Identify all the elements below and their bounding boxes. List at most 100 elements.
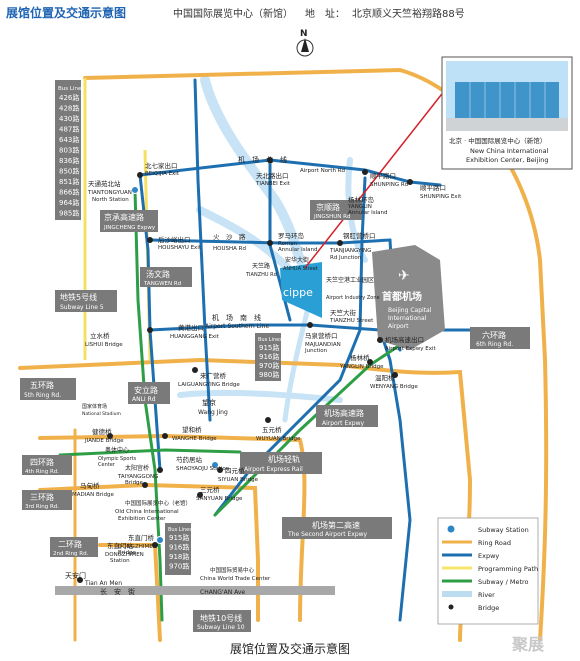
place-label: 杨林环岛 [348,195,374,204]
subway-line-10 [58,448,242,457]
place-label: DONGZHIMEN [105,552,144,558]
place-label: Exhibition Center [118,516,166,522]
second-airport-expwy [378,328,412,622]
place-label: TIANTONGYUAN [87,190,132,196]
place-label: Annular Island [278,247,318,253]
callout-ring2: 二环路 2nd Ring Rd. [50,537,98,557]
place-label: 四元桥 [225,466,245,475]
inset-caption-cn: 北京 · 中国国际展览中心（新馆） [449,136,546,145]
bridge-icon [307,322,313,328]
place-label: 中国国际贸易中心 [210,566,255,574]
bridge-icon [162,433,168,439]
place-label: 天通苑北站 [88,179,121,188]
place-label: 机 场 北 线 [238,155,287,164]
place-label: WUYUAN Bridge [256,436,301,442]
cippe-venue: cippe [280,262,322,318]
bridge-icon [337,240,343,246]
place-label: Bridge [125,480,144,486]
place-label: Roman [278,241,298,247]
bridge-icon [217,467,223,473]
river-west [196,206,294,274]
venue-name: 中国国际展览中心（新馆） [173,9,293,20]
bus-line-label: 850路 [59,167,79,176]
place-label: 黄港出口 [178,323,204,332]
place-label: Bridge [118,550,137,556]
place-label: Station [110,558,130,564]
place-label: Tian An Men [84,580,122,587]
place-label: 太阳宫桥 [125,464,149,472]
inset-photo-building [455,82,559,118]
subway-lines [58,188,402,622]
place-label: 天竺路 [252,262,270,270]
place-label: 东直门桥 [128,533,155,542]
bus-lines-top-list: 426路428路430路487路643路803路836路850路851路866路… [59,93,79,218]
airport-plane-icon: ✈ [398,268,410,284]
place-label: China World Trade Center [200,576,271,582]
callout-ring5: 五环路 5th Ring Rd. [20,378,76,400]
place-label: LAIGUANGYING Bridge [178,382,240,388]
callout-tangwen: 汤文路 TANGWEN Rd [140,267,192,287]
housha-road [148,238,392,245]
svg-text:Airport Expwy: Airport Expwy [322,420,365,427]
bus-line-label: 428路 [59,104,79,113]
place-label: TIANZHU Rd [245,272,277,278]
place-label: TIANZHU Street [329,318,374,324]
place-label: HUANGGANG Exit [170,334,220,340]
place-label: 机场高速出口 [385,335,424,344]
place-label: National Stadium [82,411,121,417]
svg-text:6th Ring Rd.: 6th Ring Rd. [476,341,513,348]
callout-jingshun: 京顺路 JINGSHUN Rd [310,200,362,220]
bridge-icon [267,157,273,163]
subway-station-icon [156,536,164,544]
changan-ave-label: 长 安 街 [100,587,135,596]
bus-line-label: 918路 [169,552,189,561]
place-label: 钢肛营桥口 [343,231,376,240]
place-labels: 天通苑北站 TIANTONGYUAN North Station 北七家出口 B… [65,155,462,587]
bus-lines-top-box [55,80,81,220]
place-label: North Station [92,197,129,203]
svg-text:机场第二高速: 机场第二高速 [312,520,360,530]
legend-label: Ring Road [478,539,511,547]
address-label: 地 址： [305,9,345,20]
bridge-markers [77,157,413,583]
place-label: MADIAN Bridge [72,492,115,498]
river-icon [442,591,472,597]
place-label: Airport Southern Line [205,323,269,330]
callout-ring6: 六环路 6th Ring Rd. [470,327,530,349]
svg-text:JINGCHENG Expwy: JINGCHENG Expwy [103,225,156,231]
place-label: TAIYANGGONG [117,474,158,480]
place-label: 立水桥 [90,331,110,340]
place-label: 芍药居站 [176,455,203,464]
svg-text:安立路: 安立路 [134,385,158,395]
place-label: 奥体中心 [105,446,129,454]
place-label: 杨林桥 [350,353,370,362]
svg-text:五环路: 五环路 [30,380,54,390]
legend-label: Subway Station [478,526,529,534]
place-label: WENYANG Bridge [370,384,418,390]
place-label: 天北路出口 [256,171,289,180]
airport-name-en2: International [388,315,427,322]
bus-line-label: 970路 [259,361,279,370]
svg-text:5th Ring Rd.: 5th Ring Rd. [24,392,61,399]
bus-line-label: 487路 [59,125,79,134]
place-label: 机 场 南 线 [212,313,261,322]
place-label: 顺平路口 [420,183,446,192]
place-label: ANHUA Street [283,266,318,272]
inset-caption-en1: New China International [470,147,549,155]
svg-text:三环路: 三环路 [30,492,54,502]
svg-text:3rd Ring Rd.: 3rd Ring Rd. [25,504,59,510]
bus-line-label: 915路 [259,343,279,352]
place-label: 火 沙 路 [213,232,246,241]
inset-photo-windows [469,82,546,118]
bridge-icon [152,542,158,548]
svg-text:4th Ring Rd.: 4th Ring Rd. [25,469,59,475]
airport-name-en3: Airport [388,323,409,330]
header: 展馆位置及交通示意图 中国国际展览中心（新馆） 地 址： 北京顺义天竺裕翔路88… [0,0,580,22]
address-text: 北京顺义天竺裕翔路88号 [352,9,465,20]
svg-text:汤文路: 汤文路 [146,269,170,279]
svg-text:JINGSHUN Rd: JINGSHUN Rd [313,214,350,220]
page-title: 展馆位置及交通示意图 [6,6,127,20]
